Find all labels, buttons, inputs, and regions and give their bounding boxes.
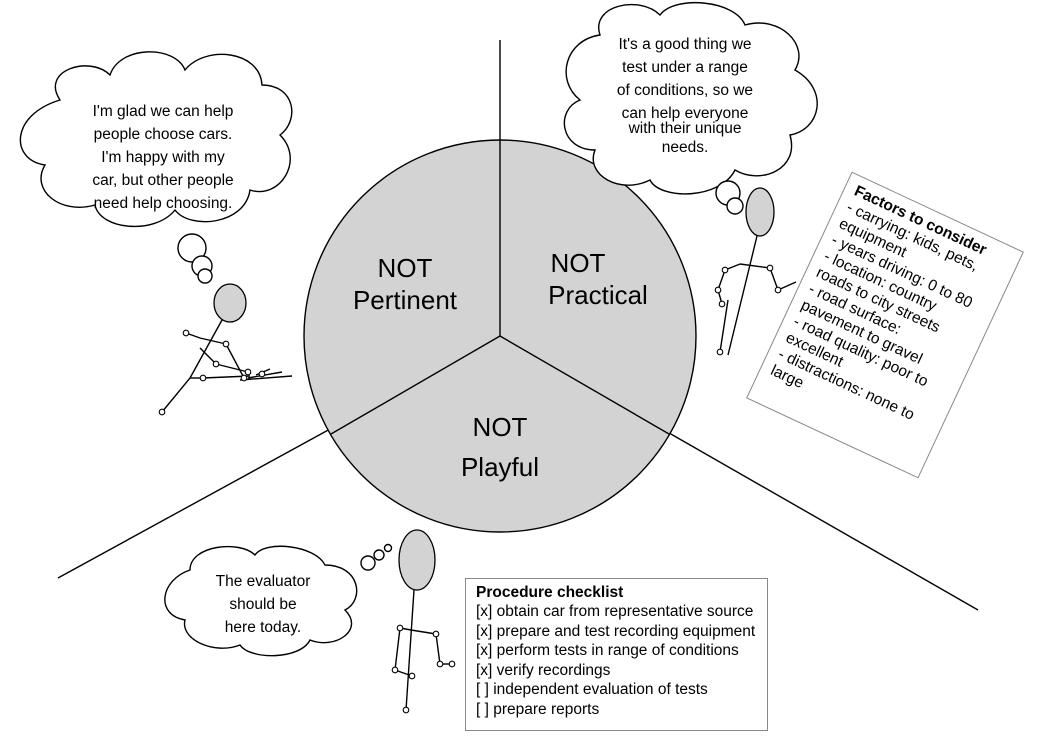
sector-practical-line1: NOT bbox=[551, 248, 606, 278]
stick-figure-right bbox=[714, 187, 797, 356]
thought-right-line1: It's a good thing we bbox=[618, 36, 751, 53]
thought-right-line3: of conditions, so we bbox=[617, 82, 753, 99]
thought-cloud-right: It's a good thing we test under a range … bbox=[563, 2, 818, 215]
checklist-item: [ ] independent evaluation of tests bbox=[476, 681, 708, 698]
thought-bottom-line1: The evaluator bbox=[216, 573, 311, 590]
sector-pertinent-line2: Pertinent bbox=[353, 285, 458, 315]
sector-playful-line1: NOT bbox=[473, 412, 528, 442]
stick-figure-left bbox=[158, 283, 293, 416]
thought-left-line4: car, but other people bbox=[92, 172, 233, 189]
checklist-item: [x] prepare and test recording equipment bbox=[476, 622, 756, 640]
stick-figure-bottom bbox=[391, 529, 456, 714]
sector-playful-line2: Playful bbox=[461, 452, 539, 482]
checklist-item: [x] verify recordings bbox=[476, 661, 611, 679]
checklist-item: [x] obtain car from representative sourc… bbox=[476, 603, 754, 620]
checklist-title: Procedure checklist bbox=[476, 584, 624, 601]
thought-cloud-left: I'm glad we can help people choose cars.… bbox=[19, 51, 293, 284]
thought-right-line5: with their unique bbox=[628, 120, 742, 137]
checklist-item: [ ] prepare reports bbox=[476, 700, 600, 718]
thought-left-line5: need help choosing. bbox=[94, 195, 233, 212]
thought-right-line2: test under a range bbox=[622, 59, 748, 76]
sector-pertinent-line1: NOT bbox=[378, 253, 433, 283]
thought-left-line3: I'm happy with my bbox=[101, 149, 225, 166]
thought-left-line2: people choose cars. bbox=[94, 126, 233, 143]
checklist-item: [x] perform tests in range of conditions bbox=[476, 642, 739, 659]
thought-bottom-line2: should be bbox=[229, 596, 296, 613]
thought-left-line1: I'm glad we can help bbox=[93, 103, 234, 120]
thought-right-line4: can help everyone bbox=[622, 105, 749, 122]
sector-practical-line2: Practical bbox=[548, 280, 648, 310]
procedure-checklist: Procedure checklist [x] obtain car from … bbox=[465, 578, 768, 731]
thought-bottom-line3: here today. bbox=[225, 619, 301, 636]
thought-right-line6: needs. bbox=[662, 139, 709, 156]
thought-cloud-bottom: The evaluator should be here today. bbox=[164, 543, 393, 657]
